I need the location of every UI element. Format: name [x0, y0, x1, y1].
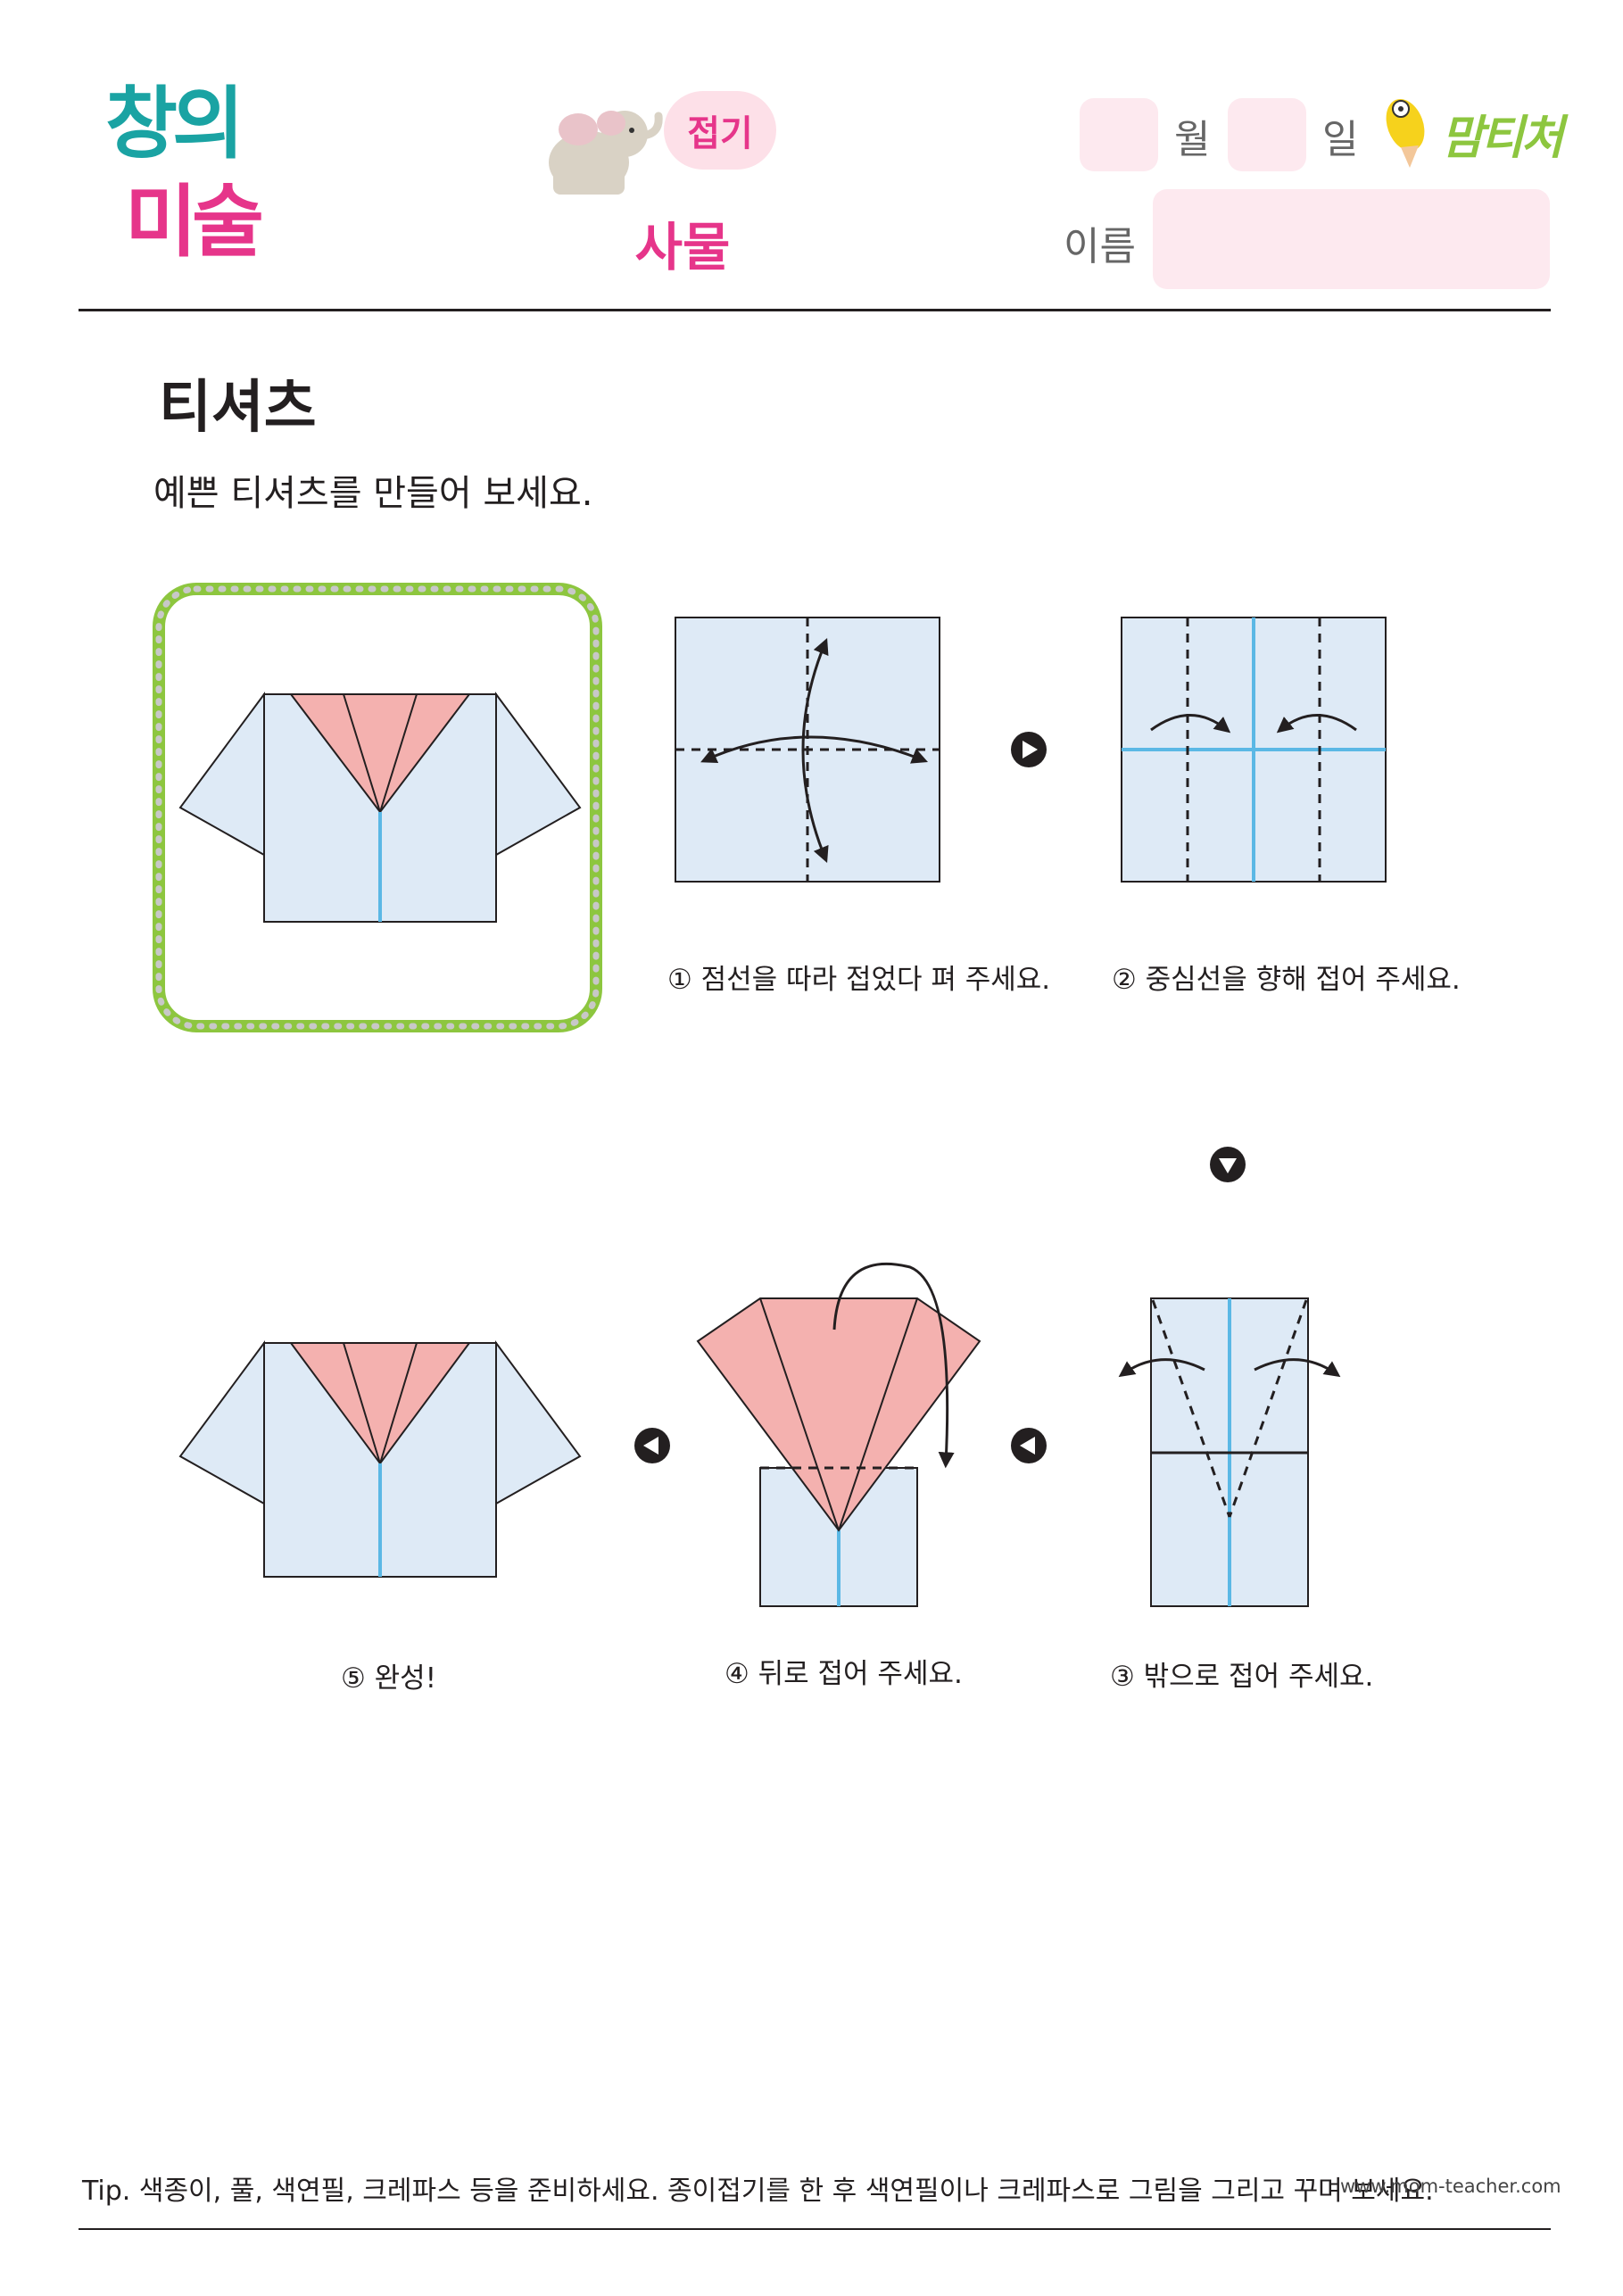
brand-logo: 맘티처 [1441, 112, 1564, 165]
next-arrow-icon [1011, 732, 1047, 767]
step2-diagram [1121, 617, 1387, 883]
logo-top-text: 창의 [105, 78, 244, 170]
name-label: 이름 [1064, 224, 1136, 269]
month-input[interactable] [1080, 98, 1158, 171]
finished-tshirt [178, 691, 582, 923]
header-divider [79, 309, 1551, 311]
step4-caption: ④ 뒤로 접어 주세요. [725, 1658, 963, 1690]
category-bubble: 접기 [664, 91, 776, 170]
step5-caption: ⑤ 완성! [341, 1662, 437, 1695]
step5-diagram [178, 1339, 582, 1578]
step2-caption: ② 중심선을 향해 접어 주세요. [1112, 964, 1461, 996]
step4-diagram [696, 1262, 981, 1607]
prev-arrow-icon [634, 1428, 670, 1463]
logo-bottom-text: 미술 [125, 176, 264, 268]
name-input[interactable] [1153, 189, 1550, 289]
step3-caption: ③ 밖으로 접어 주세요. [1110, 1661, 1374, 1693]
step3-diagram [1118, 1297, 1341, 1607]
page-title: 티셔츠 [159, 375, 317, 441]
day-label: 일 [1322, 117, 1359, 162]
instruction-text: 예쁜 티셔츠를 만들어 보세요. [153, 473, 593, 514]
day-input[interactable] [1228, 98, 1306, 171]
footer-divider [79, 2228, 1551, 2230]
step1-caption: ① 점선을 따라 접었다 펴 주세요. [667, 964, 1051, 996]
footer-tip: Tip. 색종이, 풀, 색연필, 크레파스 등을 준비하세요. 종이접기를 한… [82, 2176, 1434, 2207]
down-arrow-icon [1210, 1147, 1246, 1182]
finished-preview-frame [153, 583, 602, 1032]
step1-diagram [675, 617, 940, 883]
footer-site-link[interactable]: www.mom-teacher.com [1340, 2176, 1561, 2197]
subject-title: 사물 [634, 217, 731, 278]
prev-arrow-icon [1011, 1428, 1047, 1463]
month-label: 월 [1174, 117, 1211, 162]
